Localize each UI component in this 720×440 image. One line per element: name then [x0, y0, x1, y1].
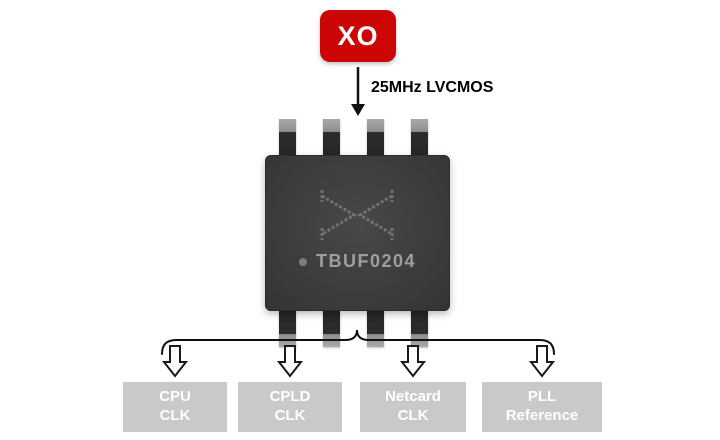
chip-pin-bottom-3 [367, 310, 384, 347]
output-label-line2: CLK [274, 407, 306, 424]
signal-arrow [351, 67, 365, 116]
chip-pin-top-3 [367, 119, 384, 156]
output-label-line1: CPLD [269, 388, 311, 406]
output-box-cpld-clk: CPLD CLK [238, 382, 342, 432]
output-arrow-icon-3 [399, 345, 427, 378]
output-label-line1: Netcard [385, 388, 441, 406]
xo-label: XO [337, 20, 379, 51]
output-label-line2: Reference [505, 407, 579, 424]
output-box-cpu-clk: CPU CLK [123, 382, 227, 432]
output-box-pll-reference: PLL Reference [482, 382, 602, 432]
chip-pin-bottom-2 [323, 310, 340, 347]
chip-pin-bottom-4 [411, 310, 428, 347]
fanout-brace [161, 329, 555, 355]
chip-pin-top-1 [279, 119, 296, 156]
output-arrow-icon-1 [161, 345, 189, 378]
chip-pin-top-4 [411, 119, 428, 156]
output-label-line1: CPU [159, 388, 191, 406]
output-arrow-icon-4 [528, 345, 556, 378]
output-label-line2: CLK [159, 407, 191, 424]
chip-body: TBUF0204 [265, 155, 450, 311]
chip-part-number: TBUF0204 [315, 251, 417, 271]
output-label-line1: PLL [527, 388, 557, 406]
output-label-line2: CLK [397, 407, 429, 424]
chip-pin-top-2 [323, 119, 340, 156]
xo-badge: XO [320, 10, 396, 62]
output-box-netcard-clk: Netcard CLK [360, 382, 466, 432]
chip-logo-icon [320, 190, 394, 240]
pin1-dot [298, 257, 307, 266]
output-arrow-icon-2 [276, 345, 304, 378]
chip-pin-bottom-1 [279, 310, 296, 347]
signal-label: 25MHz LVCMOS [371, 79, 494, 96]
